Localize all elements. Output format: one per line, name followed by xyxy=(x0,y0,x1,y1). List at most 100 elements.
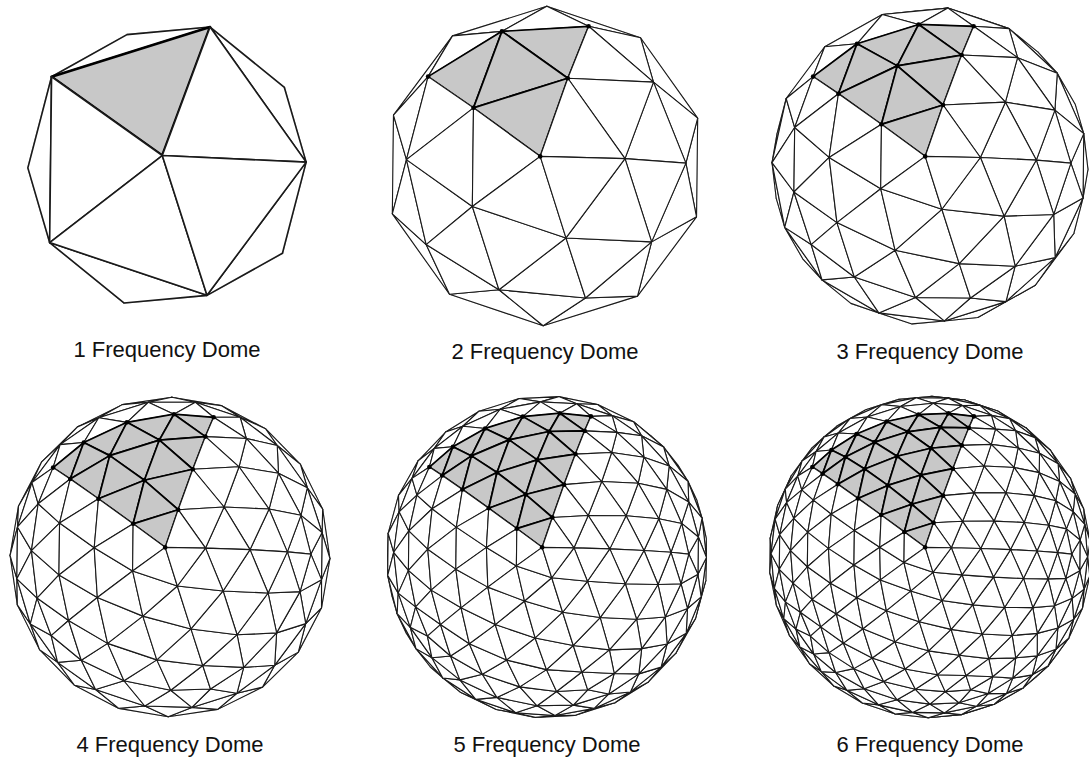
hub-dot xyxy=(566,76,571,81)
dome-face xyxy=(582,672,614,690)
dome-face xyxy=(771,535,780,570)
hub-dot xyxy=(941,493,946,498)
hub-dot xyxy=(538,154,543,159)
dome-face xyxy=(28,77,52,243)
hub-dot xyxy=(829,448,834,453)
dome-face xyxy=(698,537,707,574)
dome-face xyxy=(609,649,641,674)
hub-dot xyxy=(895,454,900,459)
dome-caption: 6 Frequency Dome xyxy=(836,732,1023,758)
dome-face xyxy=(542,547,574,577)
dome-face xyxy=(1012,633,1037,657)
dome-face xyxy=(486,529,516,566)
dome-face xyxy=(925,523,951,548)
dome-face xyxy=(566,238,652,298)
dome-caption: 5 Frequency Dome xyxy=(453,732,640,758)
hub-dot xyxy=(521,414,526,419)
dome-face xyxy=(552,485,588,518)
dome-face xyxy=(406,108,473,207)
dome-face xyxy=(205,417,246,438)
hub-dot xyxy=(946,411,951,416)
hub-dot xyxy=(81,440,86,445)
dome-face xyxy=(880,532,905,563)
hub-dot xyxy=(582,429,587,434)
dome-face xyxy=(557,690,588,705)
hub-dot xyxy=(960,443,965,448)
dome-face xyxy=(575,431,611,454)
hub-dot xyxy=(157,438,162,443)
hub-dot xyxy=(872,440,877,445)
dome-face xyxy=(165,510,205,548)
dome-face xyxy=(925,105,980,158)
dome-face xyxy=(807,548,830,583)
hub-dot xyxy=(909,502,914,507)
dome-face xyxy=(942,601,973,630)
dome-face xyxy=(919,8,974,26)
dome-face xyxy=(428,527,457,569)
shaded-face xyxy=(159,414,205,440)
hub-dot xyxy=(203,434,208,439)
hub-dot xyxy=(856,496,861,501)
hub-dot xyxy=(923,154,928,159)
dome-face xyxy=(585,416,617,432)
hub-dot xyxy=(51,465,56,470)
hub-dot xyxy=(931,520,936,525)
hub-dot xyxy=(810,465,815,470)
hub-dot xyxy=(142,478,147,483)
hub-dot xyxy=(107,453,112,458)
hub-dot xyxy=(586,24,591,29)
hub-dot xyxy=(923,545,928,550)
hub-dot xyxy=(855,41,860,46)
dome-face xyxy=(933,572,962,600)
dome-face xyxy=(1080,540,1088,571)
hub-dot xyxy=(176,507,181,512)
hub-dot xyxy=(557,411,562,416)
dome-face xyxy=(1013,656,1037,678)
hub-dot xyxy=(971,24,976,29)
dome-face xyxy=(177,586,223,629)
hub-dot xyxy=(535,458,540,463)
dome-face xyxy=(959,264,1015,298)
dome-caption: 4 Frequency Dome xyxy=(76,732,263,758)
shaded-face xyxy=(940,413,968,428)
dome-caption: 1 Frequency Dome xyxy=(73,337,260,363)
dome-face xyxy=(31,523,59,575)
hub-dot xyxy=(460,487,465,492)
dome-face xyxy=(10,527,17,579)
dome-face xyxy=(854,515,881,547)
dome-face xyxy=(322,533,330,580)
dome-face xyxy=(938,675,966,692)
dome-face xyxy=(542,518,574,548)
hub-dot xyxy=(884,419,889,424)
hub-dot xyxy=(854,432,859,437)
dome-face xyxy=(540,156,625,238)
dome-face xyxy=(953,445,984,468)
hub-dot xyxy=(811,74,816,79)
dome-face xyxy=(942,209,1004,263)
hub-dot xyxy=(125,420,130,425)
dome-face xyxy=(962,428,991,445)
dome-face xyxy=(989,658,1016,677)
hub-dot xyxy=(906,430,911,435)
dome-face xyxy=(162,156,306,296)
dome-figure xyxy=(10,397,330,716)
hub-dot xyxy=(547,429,552,434)
dome-face xyxy=(854,547,880,580)
dome-face xyxy=(1013,656,1037,678)
hub-dot xyxy=(879,513,884,518)
dome-face xyxy=(546,670,581,692)
hub-dot xyxy=(951,466,956,471)
dome-figure xyxy=(28,27,306,303)
dome-face xyxy=(564,454,602,485)
hub-dot xyxy=(163,545,168,550)
dome-face xyxy=(925,547,951,572)
dome-face xyxy=(394,531,409,570)
hub-dot xyxy=(919,473,924,478)
dome-figure xyxy=(392,6,697,325)
hub-dot xyxy=(959,53,964,58)
dome-face xyxy=(162,27,306,162)
dome-face xyxy=(772,128,795,192)
hub-dot xyxy=(507,438,512,443)
hub-dot xyxy=(172,412,177,417)
